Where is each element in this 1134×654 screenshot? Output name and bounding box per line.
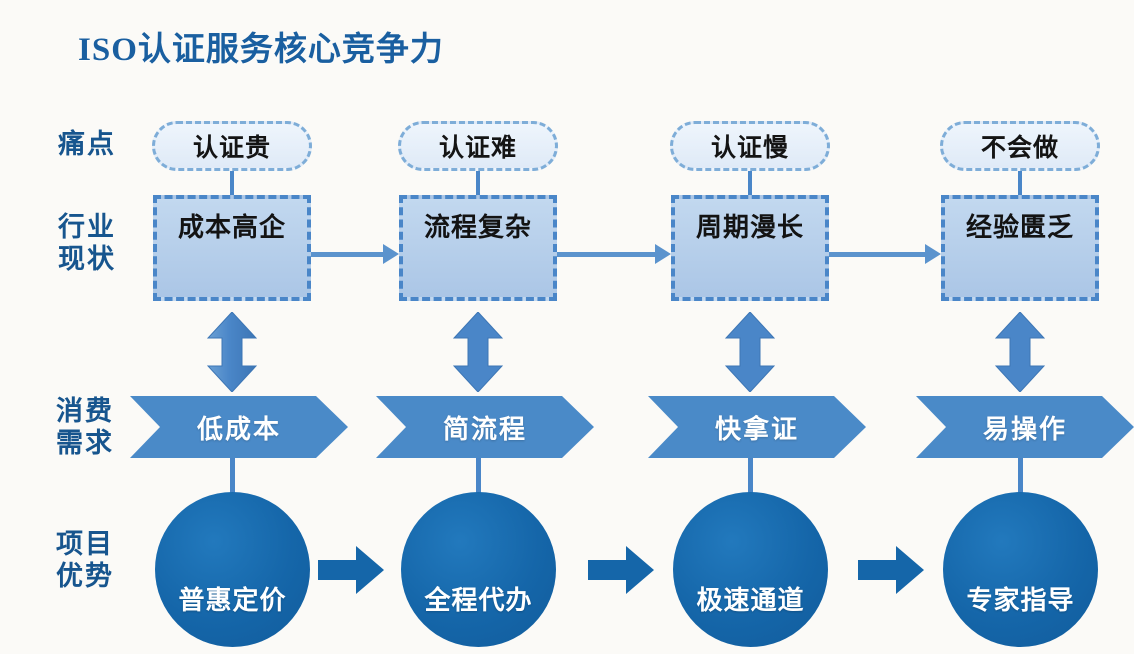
- circle-label: 普惠定价: [178, 586, 287, 615]
- row-label-industry-status: 行业 现状: [28, 212, 146, 276]
- arrow-head: [925, 244, 941, 264]
- flow-arrow-right-2: [557, 244, 671, 264]
- row-label-line: 优势: [56, 560, 114, 591]
- arrow-shaft: [311, 252, 385, 257]
- page-title: ISO认证服务核心竞争力: [78, 32, 444, 68]
- pain-point-pill-1[interactable]: 认证贵: [152, 121, 312, 171]
- connector-pill-to-box-2: [476, 171, 480, 195]
- connector-pill-to-box-4: [1018, 171, 1022, 195]
- chevron-label: 简流程: [442, 414, 527, 444]
- row-label-line: 需求: [56, 427, 114, 458]
- row-label-pain-point: 痛点: [28, 129, 146, 161]
- connector-chevron-to-circle-4: [1018, 458, 1023, 496]
- flow-arrow-right-3: [829, 244, 941, 264]
- arrow-shaft: [557, 252, 657, 257]
- project-advantage-circle-1[interactable]: 普惠定价: [155, 492, 310, 647]
- project-advantage-circle-2[interactable]: 全程代办: [401, 492, 556, 647]
- consumer-demand-chevron-4[interactable]: 易操作: [916, 396, 1134, 458]
- connector-chevron-to-circle-3: [748, 458, 753, 496]
- circle-label: 专家指导: [966, 586, 1075, 615]
- block-arrow-icon-3: [858, 546, 924, 594]
- row-label-consumer-demand: 消费 需求: [26, 396, 144, 460]
- double-arrow-icon-2: [453, 312, 503, 392]
- pain-point-pill-3[interactable]: 认证慢: [670, 121, 830, 171]
- chevron-label: 快拿证: [714, 414, 799, 444]
- row-label-line: 项目: [56, 529, 114, 559]
- row-label-line: 消费: [56, 396, 114, 426]
- chevron-label: 低成本: [196, 414, 281, 444]
- connector-chevron-to-circle-2: [476, 458, 481, 496]
- arrow-shaft: [829, 252, 927, 257]
- double-arrow-icon-1: [207, 312, 257, 392]
- arrow-head: [655, 244, 671, 264]
- row-label-line: 现状: [58, 243, 116, 274]
- consumer-demand-chevron-3[interactable]: 快拿证: [648, 396, 866, 458]
- connector-pill-to-box-1: [230, 171, 234, 195]
- row-label-project-advantage: 项目 优势: [26, 529, 144, 593]
- connector-pill-to-box-3: [748, 171, 752, 195]
- block-arrow-icon-2: [588, 546, 654, 594]
- project-advantage-circle-3[interactable]: 极速通道: [673, 492, 828, 647]
- industry-status-box-3[interactable]: 周期漫长: [671, 195, 829, 301]
- pain-point-pill-2[interactable]: 认证难: [398, 121, 558, 171]
- flow-arrow-right-1: [311, 244, 399, 264]
- double-arrow-icon-3: [725, 312, 775, 392]
- block-arrow-icon-1: [318, 546, 384, 594]
- connector-chevron-to-circle-1: [230, 458, 235, 496]
- industry-status-box-1[interactable]: 成本高企: [153, 195, 311, 301]
- pain-point-pill-4[interactable]: 不会做: [940, 121, 1100, 171]
- circle-label: 极速通道: [696, 586, 805, 615]
- consumer-demand-chevron-2[interactable]: 简流程: [376, 396, 594, 458]
- arrow-head: [383, 244, 399, 264]
- row-label-line: 行业: [58, 212, 116, 242]
- industry-status-box-4[interactable]: 经验匮乏: [941, 195, 1099, 301]
- chevron-label: 易操作: [982, 414, 1067, 444]
- row-label-line: 痛点: [58, 129, 116, 159]
- project-advantage-circle-4[interactable]: 专家指导: [943, 492, 1098, 647]
- double-arrow-icon-4: [995, 312, 1045, 392]
- consumer-demand-chevron-1[interactable]: 低成本: [130, 396, 348, 458]
- industry-status-box-2[interactable]: 流程复杂: [399, 195, 557, 301]
- circle-label: 全程代办: [424, 586, 533, 615]
